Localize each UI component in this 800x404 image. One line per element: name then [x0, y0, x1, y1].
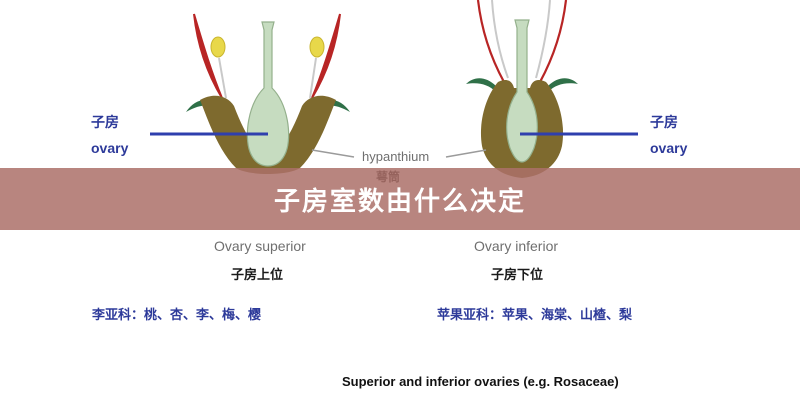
- superior-label-en: Ovary superior: [214, 238, 306, 254]
- right-sepal-right: [548, 78, 578, 92]
- right-pistil: [506, 19, 538, 163]
- right-stamen-right: [535, 0, 551, 79]
- right-ovary-label-en: ovary: [650, 140, 688, 156]
- superior-flower: [186, 13, 350, 174]
- figure-caption: Superior and inferior ovaries (e.g. Rosa…: [342, 374, 619, 389]
- right-petal-right: [539, 0, 568, 83]
- inferior-examples: 苹果亚科：苹果、海棠、山楂、梨: [437, 308, 633, 323]
- right-sepal-left: [466, 78, 496, 92]
- left-ovary-label-cn: 子房: [91, 115, 119, 131]
- banner-title: 子房室数由什么决定: [273, 186, 526, 217]
- superior-examples: 李亚科：桃、杏、李、梅、樱: [92, 308, 262, 323]
- superior-label-cn: 子房上位: [231, 268, 284, 283]
- left-receptacle: [200, 95, 336, 174]
- left-stamen-filament-right: [309, 57, 317, 99]
- hypanthium-leader-left: [311, 149, 355, 158]
- right-stamen-left: [491, 0, 509, 79]
- left-stamen-filament-left: [218, 57, 227, 99]
- title-banner: 子房室数由什么决定: [0, 168, 800, 230]
- left-anther-left: [210, 36, 226, 58]
- hypanthium-leader-right: [445, 149, 487, 158]
- right-petal-left: [476, 0, 505, 83]
- inferior-label-en: Ovary inferior: [474, 238, 559, 254]
- left-anther-right: [309, 36, 325, 58]
- inferior-flower: [466, 0, 578, 178]
- left-ovary-label-en: ovary: [91, 140, 129, 156]
- left-pistil: [246, 21, 290, 167]
- hypanthium-label: hypanthium: [362, 149, 430, 164]
- right-ovary-label-cn: 子房: [650, 115, 678, 131]
- inferior-label-cn: 子房下位: [491, 268, 544, 283]
